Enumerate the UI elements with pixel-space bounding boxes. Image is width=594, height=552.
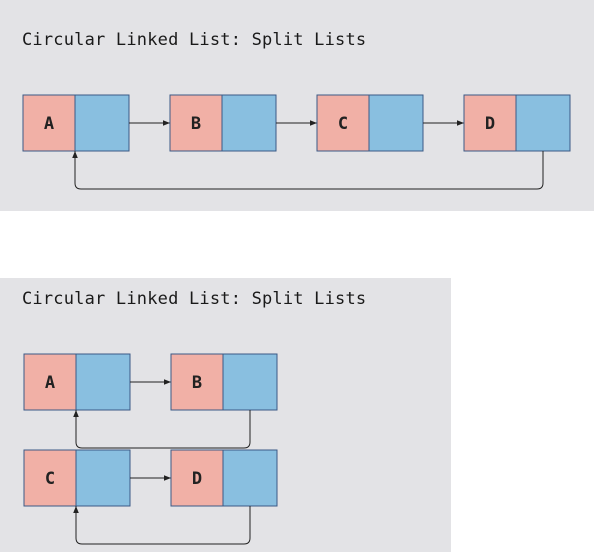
list-node: C [316,94,424,152]
list-node: D [170,449,278,507]
original-list-diagram: A B C D [22,94,571,190]
node-data-cell [170,449,224,507]
panel-title: Circular Linked List: Split Lists [22,30,367,50]
node-label: A [44,114,54,134]
node-data-cell [23,353,77,411]
node-pointer-cell [75,449,131,507]
node-pointer-cell [75,353,131,411]
node-data-cell [169,94,223,152]
node-pointer-cell [222,353,278,411]
original-list-panel: Circular Linked List: Split Lists A B C D [0,0,594,211]
node-pointer-cell [222,449,278,507]
node-label: D [485,114,495,134]
node-pointer-cell [221,94,277,152]
node-label: C [338,114,348,134]
node-label: C [45,469,55,489]
node-pointer-cell [515,94,571,152]
circular-return-arrow [73,410,251,449]
list-node: D [463,94,571,152]
node-label: D [192,469,202,489]
node-pointer-cell [368,94,424,152]
list-node: B [170,353,278,411]
node-label: B [192,373,202,393]
list-node: B [169,94,277,152]
linked-list: A B C D [22,94,571,190]
node-label: B [191,114,201,134]
panel-title: Circular Linked List: Split Lists [22,289,367,309]
list-node: A [22,94,130,152]
node-data-cell [463,94,517,152]
list-node: C [23,449,131,507]
node-data-cell [23,449,77,507]
list-node: A [23,353,131,411]
node-data-cell [316,94,370,152]
circular-return-arrow [72,151,544,190]
circular-return-arrow [73,506,251,545]
node-pointer-cell [74,94,130,152]
node-label: A [45,373,55,393]
